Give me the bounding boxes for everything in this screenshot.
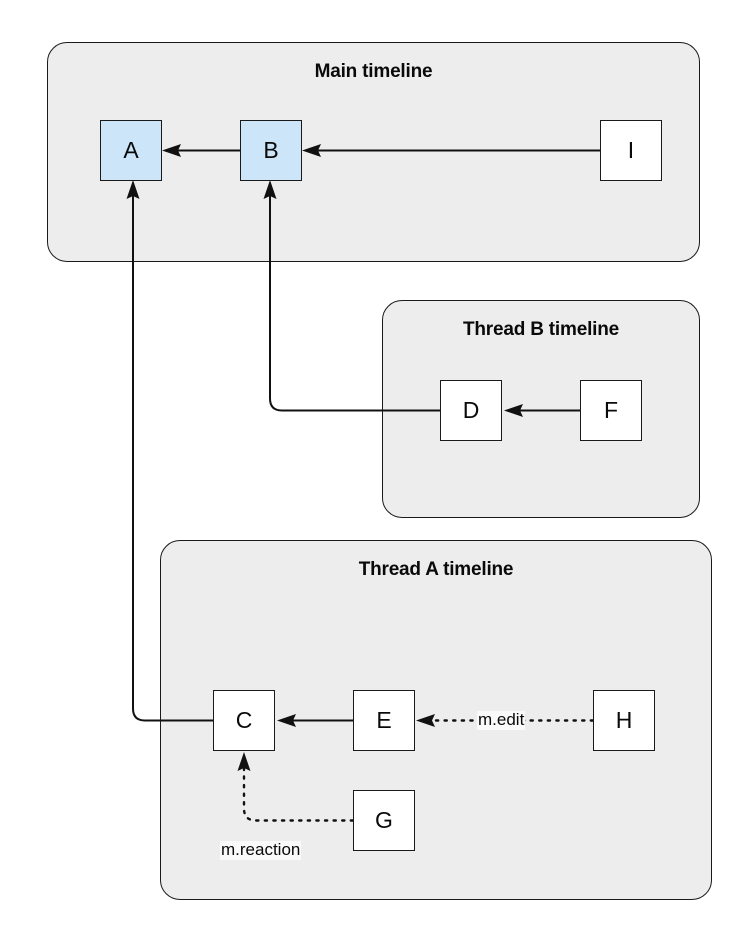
container-title-thread-a-timeline: Thread A timeline	[358, 559, 514, 580]
edge-label-m-reaction: m.reaction	[220, 840, 302, 860]
node-C[interactable]: C	[213, 690, 275, 751]
node-B[interactable]: B	[240, 120, 302, 181]
container-title-thread-b-timeline: Thread B timeline	[462, 319, 620, 340]
container-thread-b-timeline[interactable]: Thread B timeline	[382, 300, 700, 518]
node-F[interactable]: F	[580, 380, 642, 441]
node-I[interactable]: I	[600, 120, 662, 181]
container-title-main-timeline: Main timeline	[314, 61, 433, 82]
node-A[interactable]: A	[100, 120, 162, 181]
node-D[interactable]: D	[440, 380, 502, 441]
node-H[interactable]: H	[593, 690, 655, 751]
node-G[interactable]: G	[353, 790, 415, 851]
node-E[interactable]: E	[353, 690, 415, 751]
edge-label-m-edit: m.edit	[477, 710, 526, 730]
